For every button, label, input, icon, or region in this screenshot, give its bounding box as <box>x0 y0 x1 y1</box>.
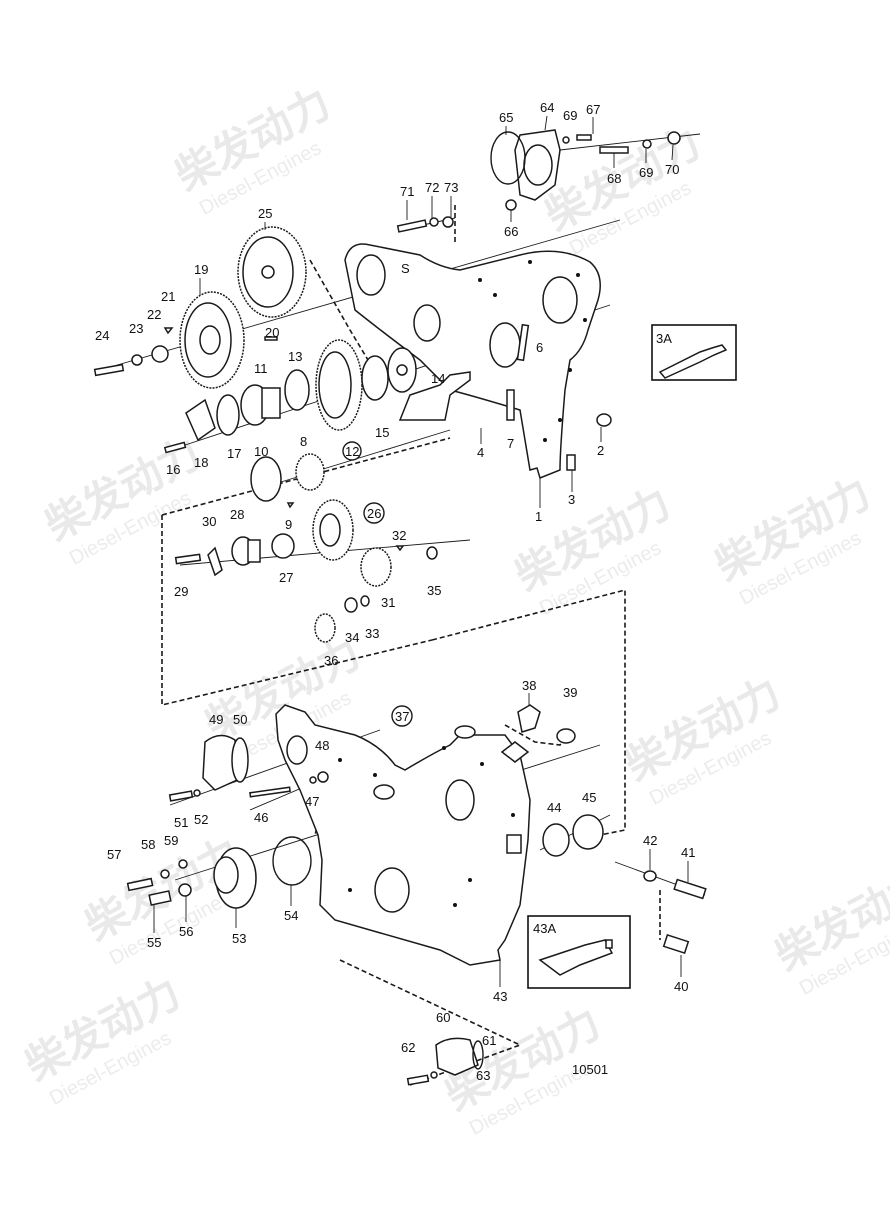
callout-2: 2 <box>597 443 604 458</box>
callout-58: 58 <box>141 837 155 852</box>
callout-18: 18 <box>194 455 208 470</box>
part-small-components <box>126 734 707 1086</box>
callout-24: 24 <box>95 328 109 343</box>
callout-12-circle <box>342 441 362 461</box>
callout-3: 3 <box>568 492 575 507</box>
callout-37-circle <box>391 705 413 727</box>
callout-53: 53 <box>232 931 246 946</box>
callout-32: 32 <box>392 528 406 543</box>
callout-30: 30 <box>202 514 216 529</box>
part-camshaft <box>93 327 417 502</box>
callout-1: 1 <box>535 509 542 524</box>
callout-20: 20 <box>265 325 279 340</box>
callout-45: 45 <box>582 790 596 805</box>
callout-5: S <box>401 261 410 276</box>
callout-48: 48 <box>315 738 329 753</box>
callout-62: 62 <box>401 1040 415 1055</box>
callout-9: 9 <box>285 517 292 532</box>
callout-19: 19 <box>194 262 208 277</box>
callout-43: 43 <box>493 989 507 1004</box>
callout-26-circle <box>363 502 385 524</box>
callout-22: 22 <box>147 307 161 322</box>
drawing-number: 10501 <box>572 1062 608 1077</box>
callout-46: 46 <box>254 810 268 825</box>
callout-28: 28 <box>230 507 244 522</box>
callout-41: 41 <box>681 845 695 860</box>
callout-70: 70 <box>665 162 679 177</box>
callout-37: 37 <box>395 709 409 724</box>
callout-36: 36 <box>324 653 338 668</box>
callout-60: 60 <box>436 1010 450 1025</box>
callout-12: 12 <box>345 444 359 459</box>
callout-8: 8 <box>300 434 307 449</box>
callout-39: 39 <box>563 685 577 700</box>
callout-69b: 69 <box>639 165 653 180</box>
callout-73: 73 <box>444 180 458 195</box>
inset-label-43A: 43A <box>533 921 556 936</box>
part-timing-cover-37 <box>275 704 576 966</box>
cover-bolt-holes <box>338 746 515 907</box>
callout-67: 67 <box>586 102 600 117</box>
callout-25: 25 <box>258 206 272 221</box>
callout-14: 14 <box>431 371 445 386</box>
part-rear-plate <box>344 243 612 480</box>
part-gear-25 <box>237 226 307 318</box>
callout-7: 7 <box>507 436 514 451</box>
callout-49: 49 <box>209 712 223 727</box>
dowel-holes <box>478 260 587 442</box>
part-cover-plate-64 <box>396 129 681 233</box>
callout-56: 56 <box>179 924 193 939</box>
callout-40: 40 <box>674 979 688 994</box>
callout-34: 34 <box>345 630 359 645</box>
callout-11: 11 <box>254 361 268 376</box>
inset-43A: 43A <box>527 915 631 989</box>
callout-72: 72 <box>425 180 439 195</box>
callout-21: 21 <box>161 289 175 304</box>
callout-6: 6 <box>536 340 543 355</box>
callout-47: 47 <box>305 794 319 809</box>
watermark-layer: 柴发动力 Diesel-Engines 柴发动力 Diesel-Engines … <box>17 78 890 1140</box>
callout-69a: 69 <box>563 108 577 123</box>
callout-27: 27 <box>279 570 293 585</box>
callout-57: 57 <box>107 847 121 862</box>
callout-23: 23 <box>129 321 143 336</box>
callout-17: 17 <box>227 446 241 461</box>
callout-52: 52 <box>194 812 208 827</box>
callout-54: 54 <box>284 908 298 923</box>
callout-13: 13 <box>288 349 302 364</box>
callout-labels: 1 2 3 4 S 6 7 8 9 10 11 12 13 14 15 16 1… <box>95 100 695 1083</box>
part-gear-19 <box>179 291 245 389</box>
callout-61: 61 <box>482 1033 496 1048</box>
callout-63: 63 <box>476 1068 490 1083</box>
callout-10: 10 <box>254 444 268 459</box>
callout-68: 68 <box>607 171 621 186</box>
callout-66: 66 <box>504 224 518 239</box>
callout-50: 50 <box>233 712 247 727</box>
callout-38: 38 <box>522 678 536 693</box>
callout-59: 59 <box>164 833 178 848</box>
callout-44: 44 <box>547 800 561 815</box>
callout-71: 71 <box>400 184 414 199</box>
inset-label-3A: 3A <box>656 331 672 346</box>
callout-64: 64 <box>540 100 554 115</box>
callout-33: 33 <box>365 626 379 641</box>
callout-15: 15 <box>375 425 389 440</box>
inset-3A: 3A <box>651 324 737 381</box>
callout-42: 42 <box>643 833 657 848</box>
callout-26: 26 <box>367 506 381 521</box>
part-idler-gears <box>174 499 438 643</box>
callout-29: 29 <box>174 584 188 599</box>
leader-lines <box>153 115 689 987</box>
callout-51: 51 <box>174 815 188 830</box>
callout-4: 4 <box>477 445 484 460</box>
callout-16: 16 <box>166 462 180 477</box>
callout-35: 35 <box>427 583 441 598</box>
callout-65: 65 <box>499 110 513 125</box>
callout-55: 55 <box>147 935 161 950</box>
callout-31: 31 <box>381 595 395 610</box>
